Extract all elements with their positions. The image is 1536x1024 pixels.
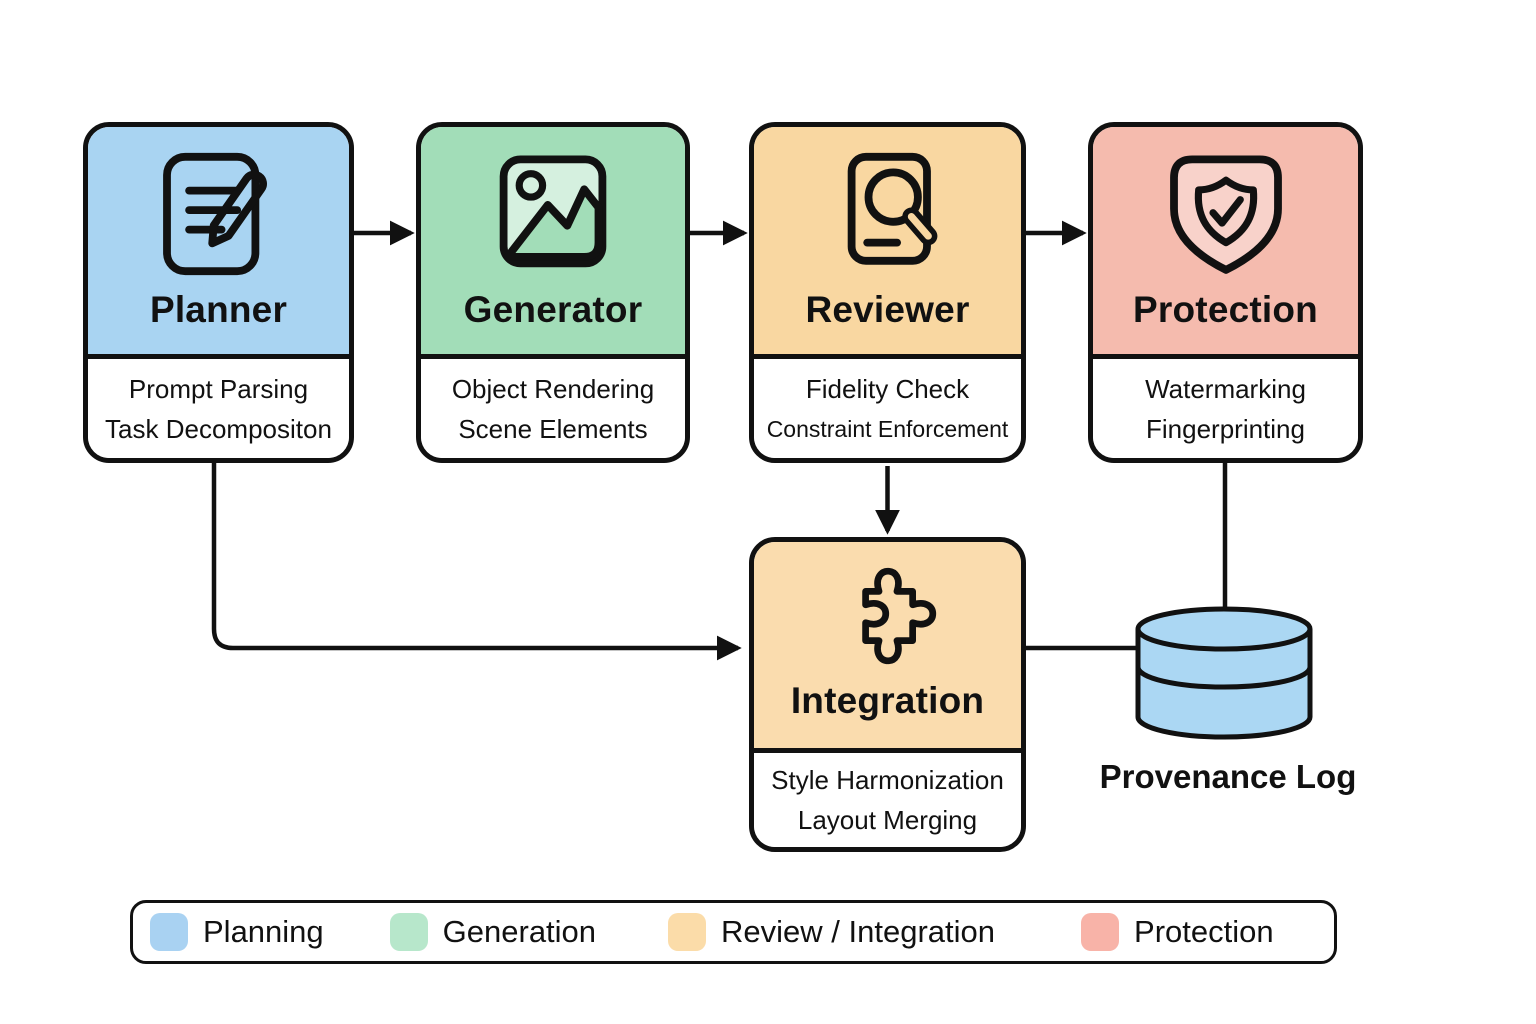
integration-header: Integration xyxy=(754,542,1021,753)
protection-function: Watermarking xyxy=(1145,373,1306,404)
generator-header: Generator xyxy=(421,127,685,359)
integration-function: Layout Merging xyxy=(797,805,978,835)
generator-function: Scene Elements xyxy=(458,413,648,444)
legend-label-generation: Generation xyxy=(442,914,597,949)
protection-title: Protection xyxy=(1133,289,1318,330)
generator-title: Generator xyxy=(463,289,643,330)
protection-color-swatch xyxy=(1081,913,1120,951)
planner-function: Prompt Parsing xyxy=(128,373,309,404)
shield-check-icon xyxy=(1169,155,1282,274)
reviewer-function: Fidelity Check xyxy=(805,373,970,404)
document-pencil-icon xyxy=(162,152,267,276)
protection-body: Watermarking Fingerprinting xyxy=(1093,359,1358,458)
legend-item-generation: Generation xyxy=(389,913,597,951)
planner-header: Planner xyxy=(88,127,349,359)
planning-color-swatch xyxy=(150,913,188,951)
integration-function: Style Harmonization xyxy=(771,765,1004,795)
planner-node: Planner Prompt Parsing Task Decompositon xyxy=(83,122,354,463)
planner-body: Prompt Parsing Task Decompositon xyxy=(88,359,349,458)
generator-function: Object Rendering xyxy=(451,373,655,404)
generator-node: Generator Object Rendering Scene Element… xyxy=(416,122,690,463)
legend-label-review-integration: Review / Integration xyxy=(721,914,996,949)
puzzle-icon xyxy=(861,567,936,665)
reviewer-body: Fidelity Check Constraint Enforcement xyxy=(754,359,1021,458)
legend-label-protection: Protection xyxy=(1134,914,1274,949)
legend-item-planning: Planning xyxy=(150,913,324,951)
database-cylinder-icon xyxy=(1135,606,1313,740)
document-magnifier-icon xyxy=(847,152,937,265)
legend-item-protection: Protection xyxy=(1081,913,1274,951)
datastore-label: Provenance Log xyxy=(1099,758,1357,795)
protection-node: Protection Watermarking Fingerprinting xyxy=(1088,122,1363,463)
integration-node: Integration Style Harmonization Layout M… xyxy=(749,537,1026,852)
review-integration-color-swatch xyxy=(668,913,707,951)
reviewer-node: Reviewer Fidelity Check Constraint Enfor… xyxy=(749,122,1026,463)
reviewer-header: Reviewer xyxy=(754,127,1021,359)
generation-color-swatch xyxy=(389,913,428,951)
planner-title: Planner xyxy=(149,289,288,330)
arrow-planner-to-integration xyxy=(211,463,742,661)
integration-body: Style Harmonization Layout Merging xyxy=(754,753,1021,847)
generator-body: Object Rendering Scene Elements xyxy=(421,359,685,458)
legend: Planning Generation Review / Integration… xyxy=(130,900,1337,964)
image-icon xyxy=(499,155,607,268)
reviewer-title: Reviewer xyxy=(805,289,970,330)
integration-title: Integration xyxy=(790,680,985,721)
protection-header: Protection xyxy=(1093,127,1358,359)
planner-function: Task Decompositon xyxy=(105,413,332,444)
reviewer-function: Constraint Enforcement xyxy=(766,415,1009,442)
legend-label-planning: Planning xyxy=(203,914,324,949)
protection-function: Fingerprinting xyxy=(1146,413,1305,444)
legend-item-review-integration: Review / Integration xyxy=(668,913,995,951)
